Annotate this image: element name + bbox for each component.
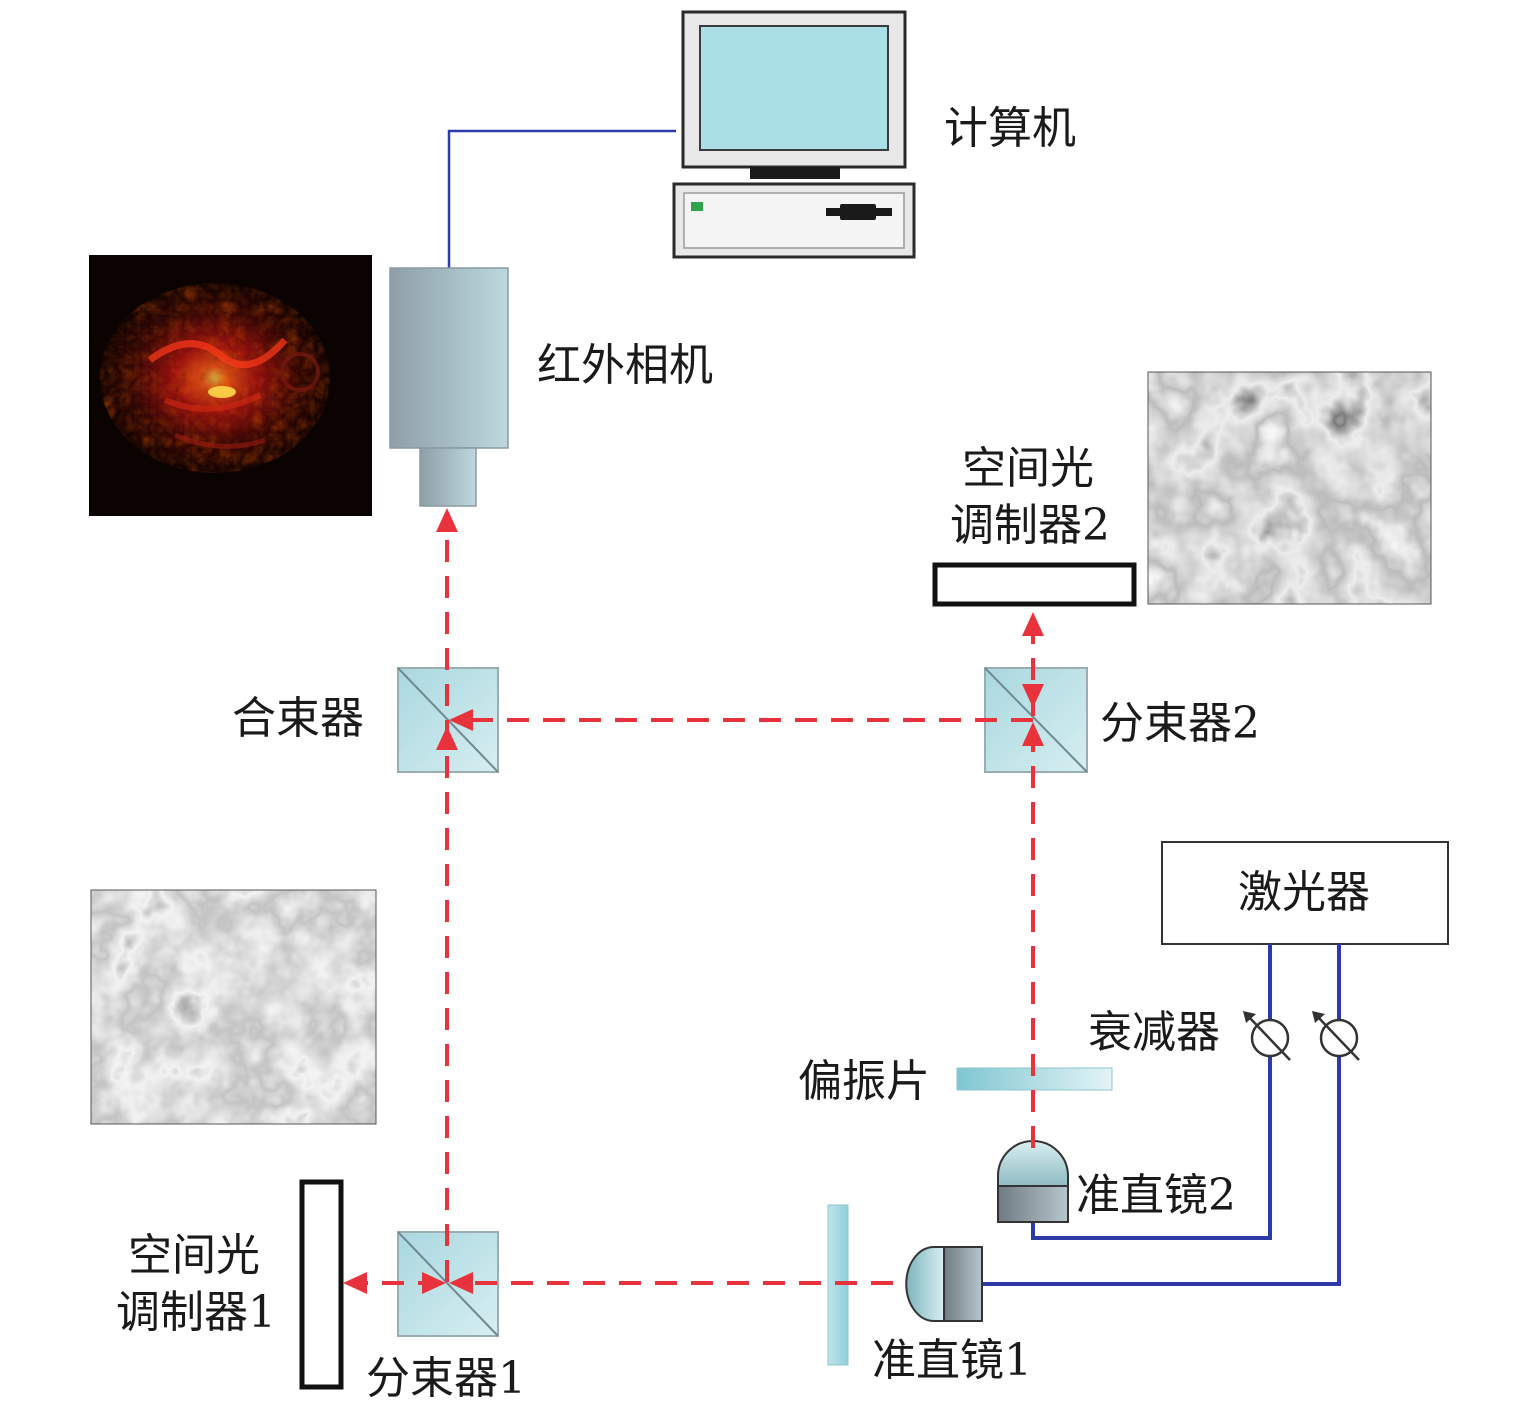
beam-splitter-2 <box>984 667 1088 773</box>
attenuator-icon <box>1312 1011 1360 1061</box>
beam-arrow-up <box>1022 612 1044 636</box>
computer <box>672 10 916 259</box>
ir-camera-label: 红外相机 <box>537 340 713 391</box>
computer-monitor <box>681 10 907 179</box>
polarizer-label: 偏振片 <box>798 1056 930 1107</box>
attenuator-icon <box>1243 1011 1291 1061</box>
laser-label: 激光器 <box>1238 867 1370 918</box>
bs2-label: 分束器2 <box>1100 698 1260 749</box>
beam-paths <box>356 520 1035 1285</box>
slm2-phase-image <box>1147 371 1432 605</box>
computer-tower <box>672 182 916 259</box>
slm1-label-line1: 空间光 <box>128 1230 260 1281</box>
beam-arrow-right <box>422 1272 446 1294</box>
spatial-light-modulator-1 <box>299 1179 344 1390</box>
beam-arrow-left <box>343 1272 367 1294</box>
spatial-light-modulator-2 <box>932 562 1137 607</box>
beam-arrow-left <box>449 1272 473 1294</box>
camera-cable <box>447 129 676 270</box>
power-led-icon <box>691 202 703 211</box>
computer-label: 计算机 <box>944 103 1076 154</box>
collimator-1 <box>905 1246 983 1322</box>
fiber-to-collimator-1 <box>982 944 1341 1286</box>
ir-camera <box>389 267 509 507</box>
combiner-label: 合束器 <box>232 693 364 744</box>
beam-arrow-up <box>436 726 458 750</box>
slm1-label-line2: 调制器1 <box>116 1287 276 1338</box>
attenuator-label: 衰减器 <box>1088 1007 1220 1058</box>
slm1-phase-image <box>90 889 377 1125</box>
collimator2-label: 准直镜2 <box>1076 1170 1236 1221</box>
collimator1-label: 准直镜1 <box>872 1335 1032 1386</box>
fiber-to-collimator-2 <box>1031 944 1272 1240</box>
beam-arrow-up <box>1022 722 1044 746</box>
beam-arrow-left <box>449 709 473 731</box>
beam-arrow-down <box>1022 684 1044 708</box>
collimator-2 <box>997 1140 1069 1223</box>
laser-box <box>1161 841 1449 945</box>
bs1-label: 分束器1 <box>366 1353 526 1404</box>
beam-arrow-up <box>436 508 458 532</box>
beam-arrows <box>343 508 1044 1294</box>
slm2-label-line1: 空间光 <box>962 443 1094 494</box>
ir-camera-image <box>89 255 372 516</box>
slm2-label-line2: 调制器2 <box>950 500 1110 551</box>
